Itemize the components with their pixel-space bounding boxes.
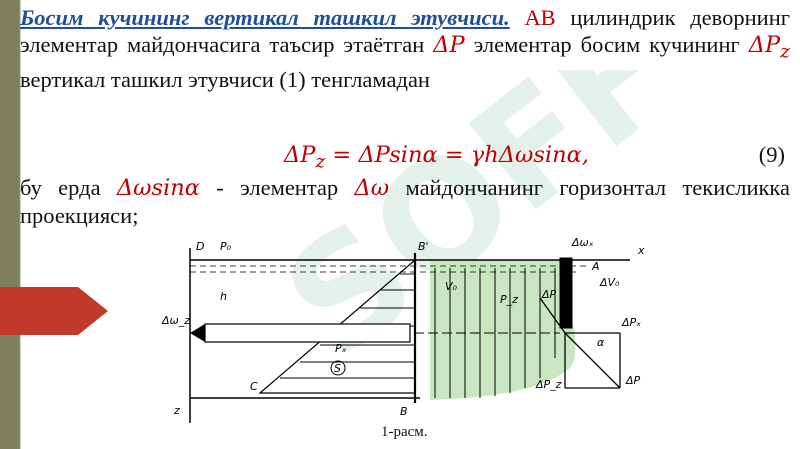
- svg-text:P_z: P_z: [500, 293, 518, 306]
- svg-text:Pₓ: Pₓ: [335, 342, 347, 355]
- cylinder-label: АВ: [524, 5, 556, 30]
- math-dw: Δω: [354, 175, 390, 201]
- p2-text-1: бу ерда: [20, 175, 117, 200]
- left-sidebar-bar: [0, 0, 20, 449]
- math-delta-pz: ΔPz: [748, 32, 790, 63]
- math-delta-p: ΔP: [433, 32, 465, 58]
- svg-text:ΔPₓ: ΔPₓ: [621, 316, 641, 329]
- p1-text-2: элементар босим кучининг: [464, 32, 749, 57]
- red-arrow-shape: [0, 287, 108, 335]
- svg-text:P₀: P₀: [220, 240, 232, 253]
- p1-text-1: цилиндрик деворнинг элементар майдончаси…: [20, 5, 790, 57]
- math-dw-sin: Δωsinα: [116, 175, 200, 201]
- svg-text:z: z: [173, 404, 180, 417]
- svg-text:C: C: [250, 380, 258, 393]
- pressure-body-fill: [430, 260, 576, 400]
- svg-text:Δωₓ: Δωₓ: [571, 236, 594, 249]
- paragraph-1: Босим кучининг вертикал ташкил этувчиси.…: [20, 4, 790, 93]
- svg-text:B: B: [400, 405, 408, 418]
- paragraph-2: бу ерда Δωsinα - элементар Δω майдончани…: [20, 174, 790, 229]
- formula-line: ΔPz = ΔPsinα = γhΔωsinα, (9): [20, 142, 785, 173]
- svg-text:A: A: [591, 260, 600, 273]
- svg-text:ΔP_z: ΔP_z: [535, 378, 562, 391]
- svg-text:α: α: [597, 336, 605, 349]
- equation-number: (9): [758, 142, 785, 167]
- formula-9: ΔPz = ΔPsinα = γhΔωsinα,: [284, 142, 589, 173]
- svg-text:V₀: V₀: [445, 280, 458, 293]
- svg-text:S: S: [334, 362, 341, 375]
- section-heading: Босим кучининг вертикал ташкил этувчиси.: [20, 5, 510, 30]
- figure-caption: 1-расм.: [381, 424, 428, 440]
- p2-text-3: майдончанинг горизонтал текисликка проек…: [20, 175, 790, 228]
- pressure-diagram-figure: D P₀ B' x Δωₓ A ΔV₀ h V₀ P_z ΔP ΔPₓ Δω_z…: [161, 236, 645, 423]
- p2-text-2: - элементар: [199, 175, 355, 200]
- svg-text:x: x: [637, 244, 645, 257]
- svg-text:ΔV₀: ΔV₀: [599, 276, 620, 289]
- svg-text:ΔP: ΔP: [541, 288, 557, 301]
- svg-text:D: D: [196, 240, 204, 253]
- svg-text:B': B': [418, 240, 429, 253]
- svg-text:Δω_z: Δω_z: [161, 314, 190, 327]
- svg-text:h: h: [220, 290, 227, 303]
- p1-text-3: вертикал ташкил этувчиси (1) тенгламадан: [20, 66, 430, 92]
- svg-text:ΔP: ΔP: [625, 374, 641, 387]
